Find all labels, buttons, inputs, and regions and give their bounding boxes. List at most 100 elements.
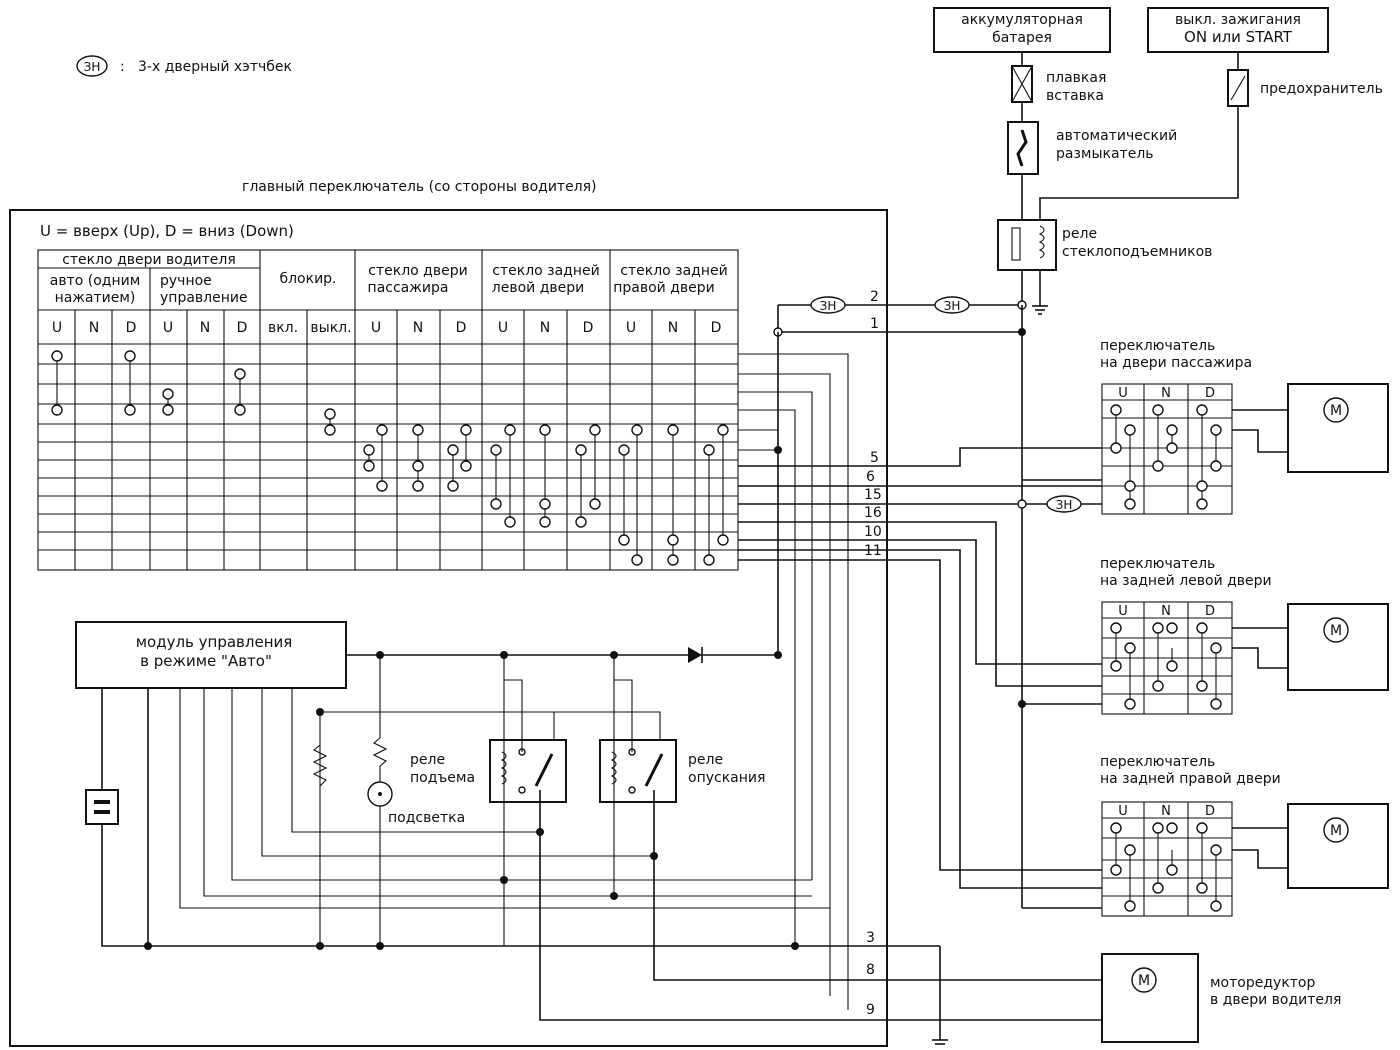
letter-n: N [668, 320, 678, 336]
contacts [51, 350, 729, 566]
main-switch-title: главный переключатель (со стороны водите… [242, 179, 597, 195]
terminal-10: 10 [864, 524, 882, 540]
terminal-1: 1 [870, 316, 879, 332]
bus-wires: ЗН ЗН ЗН [738, 270, 1102, 1010]
letter-n: N [89, 320, 99, 336]
rear-right-header-2: правой двери [613, 280, 715, 296]
rear-left-header-1: стекло задней [492, 263, 599, 279]
letter-u: U [1118, 804, 1128, 819]
motor-icon [1131, 967, 1157, 993]
fusible-label-1: плавкая [1046, 70, 1106, 86]
down-relay-box [599, 739, 677, 803]
motor-icon [1323, 397, 1349, 423]
auto-module-label-2: в режиме "Авто" [140, 652, 272, 670]
letter-u: U [371, 320, 381, 336]
letter-n: N [1161, 604, 1171, 619]
rear-right-switch-label-2: на задней правой двери [1100, 771, 1281, 787]
terminal-8: 8 [866, 962, 875, 978]
breaker-label-2: размыкатель [1056, 146, 1154, 162]
auto-label-1: авто (одним [50, 273, 141, 289]
rear-left-switch: переключатель на задней левой двери U N … [1100, 556, 1389, 715]
rear-left-header-2: левой двери [492, 280, 584, 296]
driver-motor-label-1: моторедуктор [1210, 975, 1315, 991]
letter-d: D [1205, 604, 1215, 619]
udn-letters: U N D U N D U N D U N D U N D [52, 320, 722, 336]
fusible-label-2: вставка [1046, 88, 1104, 104]
lock-on-label: вкл. [268, 320, 298, 336]
passenger-switch-label-1: переключатель [1100, 338, 1215, 354]
rear-right-switch-label-1: переключатель [1100, 754, 1215, 770]
letter-d: D [237, 320, 248, 336]
rear-right-header-1: стекло задней [620, 263, 727, 279]
ignition-label-2: ON или START [1184, 28, 1293, 46]
letter-n: N [540, 320, 550, 336]
relay-switch-icon [534, 753, 554, 787]
rear-left-switch-label-1: переключатель [1100, 556, 1215, 572]
diode-icon [688, 647, 702, 663]
legend-symbol: ЗН [84, 60, 101, 74]
letter-n: N [200, 320, 210, 336]
auto-label-2: нажатием) [55, 290, 136, 306]
auto-module: модуль управления в режиме "Авто" [75, 621, 887, 1021]
auto-module-box [75, 621, 347, 689]
legend-separator: : [120, 59, 125, 75]
ignition-label-1: выкл. зажигания [1175, 12, 1301, 28]
lamp-label: подсветка [388, 810, 465, 826]
motor-symbol: M [1138, 973, 1150, 989]
battery-box [933, 7, 1111, 53]
manual-label-2: управление [160, 290, 248, 306]
fuse-label: предохранитель [1260, 81, 1383, 97]
letter-u: U [626, 320, 636, 336]
breaker-label-1: автоматический [1056, 128, 1177, 144]
terminal-16: 16 [864, 505, 882, 521]
up-relay-label-1: реле [410, 752, 445, 768]
letter-u: U [1118, 604, 1128, 619]
motor-icon [1323, 817, 1349, 843]
driver-motor-box [1101, 953, 1199, 1043]
terminal-6: 6 [866, 469, 875, 485]
passenger-switch-label-2: на двери пассажира [1100, 355, 1252, 371]
letter-d: D [583, 320, 594, 336]
down-relay-label-2: опускания [688, 770, 765, 786]
lock-off-label: выкл. [310, 320, 351, 336]
terminal-5: 5 [870, 450, 879, 466]
letter-n: N [1161, 804, 1171, 819]
auto-module-label-1: модуль управления [136, 633, 293, 651]
letter-u: U [52, 320, 62, 336]
relay-switch-icon [644, 753, 664, 787]
letter-n: N [413, 320, 423, 336]
terminal-3: 3 [866, 930, 875, 946]
up-relay-label-2: подъема [410, 770, 475, 786]
letter-d: D [711, 320, 722, 336]
letter-d: D [126, 320, 137, 336]
hatchback-symbol-icon [76, 55, 108, 77]
down-relay-label-1: реле [688, 752, 723, 768]
terminal-2: 2 [870, 289, 879, 305]
lock-header: блокир. [279, 271, 336, 287]
letter-d: D [1205, 804, 1215, 819]
up-relay-box [489, 739, 567, 803]
passenger-switch: переключатель на двери пассажира U N D M [1100, 338, 1389, 515]
rear-right-switch: переключатель на задней правой двери U N… [1100, 754, 1389, 917]
hatchback-tag: ЗН [944, 299, 961, 313]
driver-header: стекло двери водителя [62, 252, 236, 268]
terminal-numbers: 2 1 5 6 15 16 10 11 3 8 9 [864, 289, 882, 1018]
rear-right-motor-box [1287, 803, 1389, 889]
relay-coil-icon [610, 751, 617, 785]
motor-icon [1323, 617, 1349, 643]
letter-n: N [1161, 386, 1171, 401]
terminal-9: 9 [866, 1002, 875, 1018]
battery-label-1: аккумуляторная [961, 12, 1083, 28]
driver-motor-label-2: в двери водителя [1210, 992, 1341, 1008]
rear-left-motor-box [1287, 603, 1389, 691]
legend: ЗН : 3-х дверный хэтчбек [76, 55, 292, 77]
resistor-icon [312, 744, 328, 787]
motor-symbol: M [1330, 623, 1342, 639]
resistor-icon [372, 737, 388, 767]
letter-d: D [1205, 386, 1215, 401]
manual-label-1: ручное [160, 273, 212, 289]
window-relay-label-2: стеклоподъемников [1062, 244, 1212, 260]
contact-table: стекло двери водителя авто (одним нажати… [37, 249, 739, 571]
power-supply: аккумуляторная батарея выкл. зажигания O… [933, 7, 1383, 315]
